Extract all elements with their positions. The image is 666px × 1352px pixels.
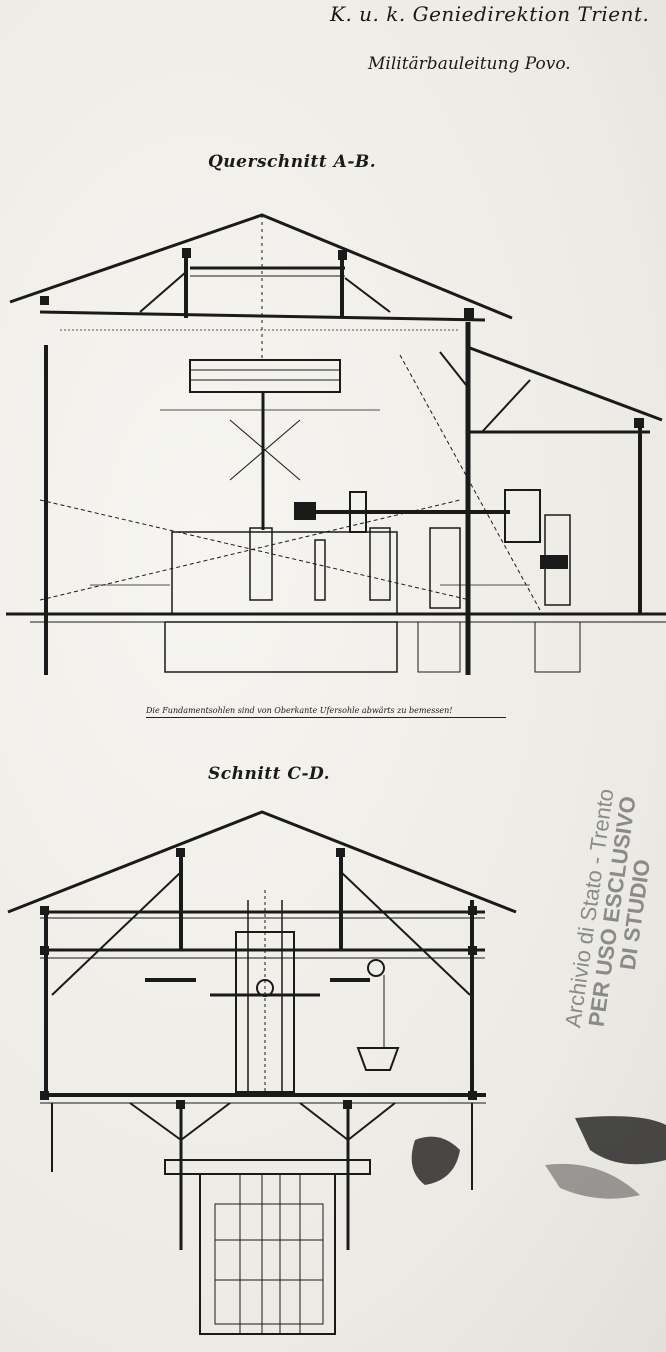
section-ab-title: Querschnitt A-B.	[208, 152, 377, 172]
archive-stamp: Archivio di Stato - Trento PER USO ESCLU…	[520, 760, 666, 1090]
section-ab-drawing	[6, 213, 666, 675]
archive-stamp-text: Archivio di Stato - Trento PER USO ESCLU…	[555, 743, 666, 1079]
foundation-note: Die Fundamentsohlen sind von Oberkante U…	[146, 706, 506, 718]
section-cd-drawing	[7, 810, 517, 1335]
header-directorate: K. u. k. Geniedirektion Trient.	[330, 2, 650, 26]
header-construction-office: Militärbauleitung Povo.	[368, 54, 571, 74]
section-cd-title: Schnitt C-D.	[208, 764, 331, 784]
